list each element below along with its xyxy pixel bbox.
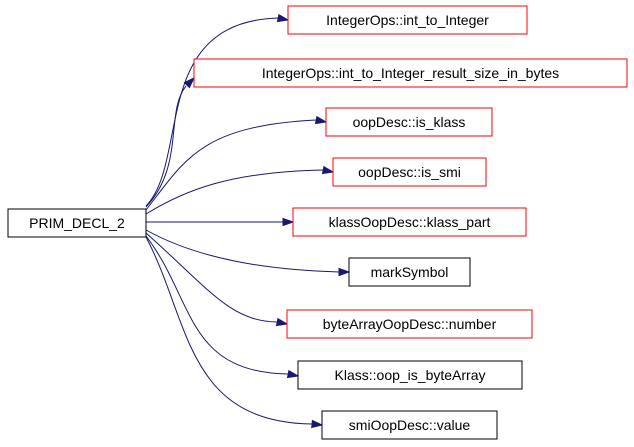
node-label-oopdesc-is-klass: oopDesc::is_klass: [353, 114, 466, 130]
node-integerops-int-to-integer-result-size[interactable]: IntegerOps::int_to_Integer_result_size_i…: [193, 58, 628, 88]
edge-to-oopdesc-is-klass: [145, 119, 317, 211]
edge-to-oopdesc-is-smi: [145, 169, 324, 215]
edge-to-integerops-int-to-integer-result-size: [145, 85, 187, 208]
arrowhead-marksymbol: [338, 267, 351, 277]
arrowhead-oopdesc-is-klass: [314, 115, 328, 125]
node-box-smioopdesc-value: [321, 410, 498, 440]
node-box-oopdesc-is-klass: [325, 107, 493, 137]
node-label-marksymbol: markSymbol: [371, 264, 449, 280]
node-marksymbol: markSymbol: [348, 257, 471, 287]
node-label-oopdesc-is-smi: oopDesc::is_smi: [358, 164, 461, 180]
arrowhead-integerops-int-to-integer: [276, 13, 290, 23]
node-box-klassoopdesc-klass-part: [292, 207, 527, 237]
node-label-integerops-int-to-integer-result-size: IntegerOps::int_to_Integer_result_size_i…: [262, 65, 559, 81]
edge-to-marksymbol: [145, 229, 340, 273]
node-label-integerops-int-to-integer: IntegerOps::int_to_Integer: [326, 12, 489, 28]
node-box-integerops-int-to-integer-result-size: [193, 58, 628, 88]
root-node: PRIM_DECL_2: [7, 208, 147, 238]
callee-nodes: IntegerOps::int_to_IntegerIntegerOps::in…: [193, 5, 628, 440]
graph-nodes: PRIM_DECL_2 IntegerOps::int_to_IntegerIn…: [7, 5, 628, 440]
node-oopdesc-is-klass[interactable]: oopDesc::is_klass: [325, 107, 493, 137]
node-box-oopdesc-is-smi: [332, 157, 487, 187]
node-box-integerops-int-to-integer: [287, 5, 528, 35]
node-klass-oop-is-bytearray: Klass::oop_is_byteArray: [297, 360, 523, 390]
edge-to-klass-oop-is-bytearray: [145, 235, 289, 375]
edge-to-integerops-int-to-integer: [145, 17, 279, 207]
node-bytearrayoopdesc-number[interactable]: byteArrayOopDesc::number: [286, 309, 533, 339]
node-box-klass-oop-is-bytearray: [297, 360, 523, 390]
arrowhead-oopdesc-is-smi: [321, 165, 335, 175]
node-label-klass-oop-is-bytearray: Klass::oop_is_byteArray: [335, 367, 486, 383]
root-node-box: [7, 208, 147, 238]
node-oopdesc-is-smi[interactable]: oopDesc::is_smi: [332, 157, 487, 187]
node-label-bytearrayoopdesc-number: byteArrayOopDesc::number: [323, 316, 497, 332]
edge-to-bytearrayoopdesc-number: [145, 232, 278, 323]
node-label-klassoopdesc-klass-part: klassOopDesc::klass_part: [329, 214, 491, 230]
arrowhead-integerops-int-to-integer-result-size: [183, 76, 196, 89]
arrowhead-klass-oop-is-bytearray: [286, 369, 300, 379]
node-smioopdesc-value: smiOopDesc::value: [321, 410, 498, 440]
node-label-smioopdesc-value: smiOopDesc::value: [349, 417, 471, 433]
node-box-bytearrayoopdesc-number: [286, 309, 533, 339]
node-box-marksymbol: [348, 257, 471, 287]
call-edges: [145, 13, 351, 429]
node-klassoopdesc-klass-part[interactable]: klassOopDesc::klass_part: [292, 207, 527, 237]
edge-to-smioopdesc-value: [145, 236, 313, 425]
arrowhead-klassoopdesc-klass-part: [282, 217, 295, 227]
root-node-label: PRIM_DECL_2: [29, 215, 125, 231]
node-integerops-int-to-integer[interactable]: IntegerOps::int_to_Integer: [287, 5, 528, 35]
arrowhead-bytearrayoopdesc-number: [275, 317, 289, 327]
arrowhead-smioopdesc-value: [311, 419, 324, 429]
